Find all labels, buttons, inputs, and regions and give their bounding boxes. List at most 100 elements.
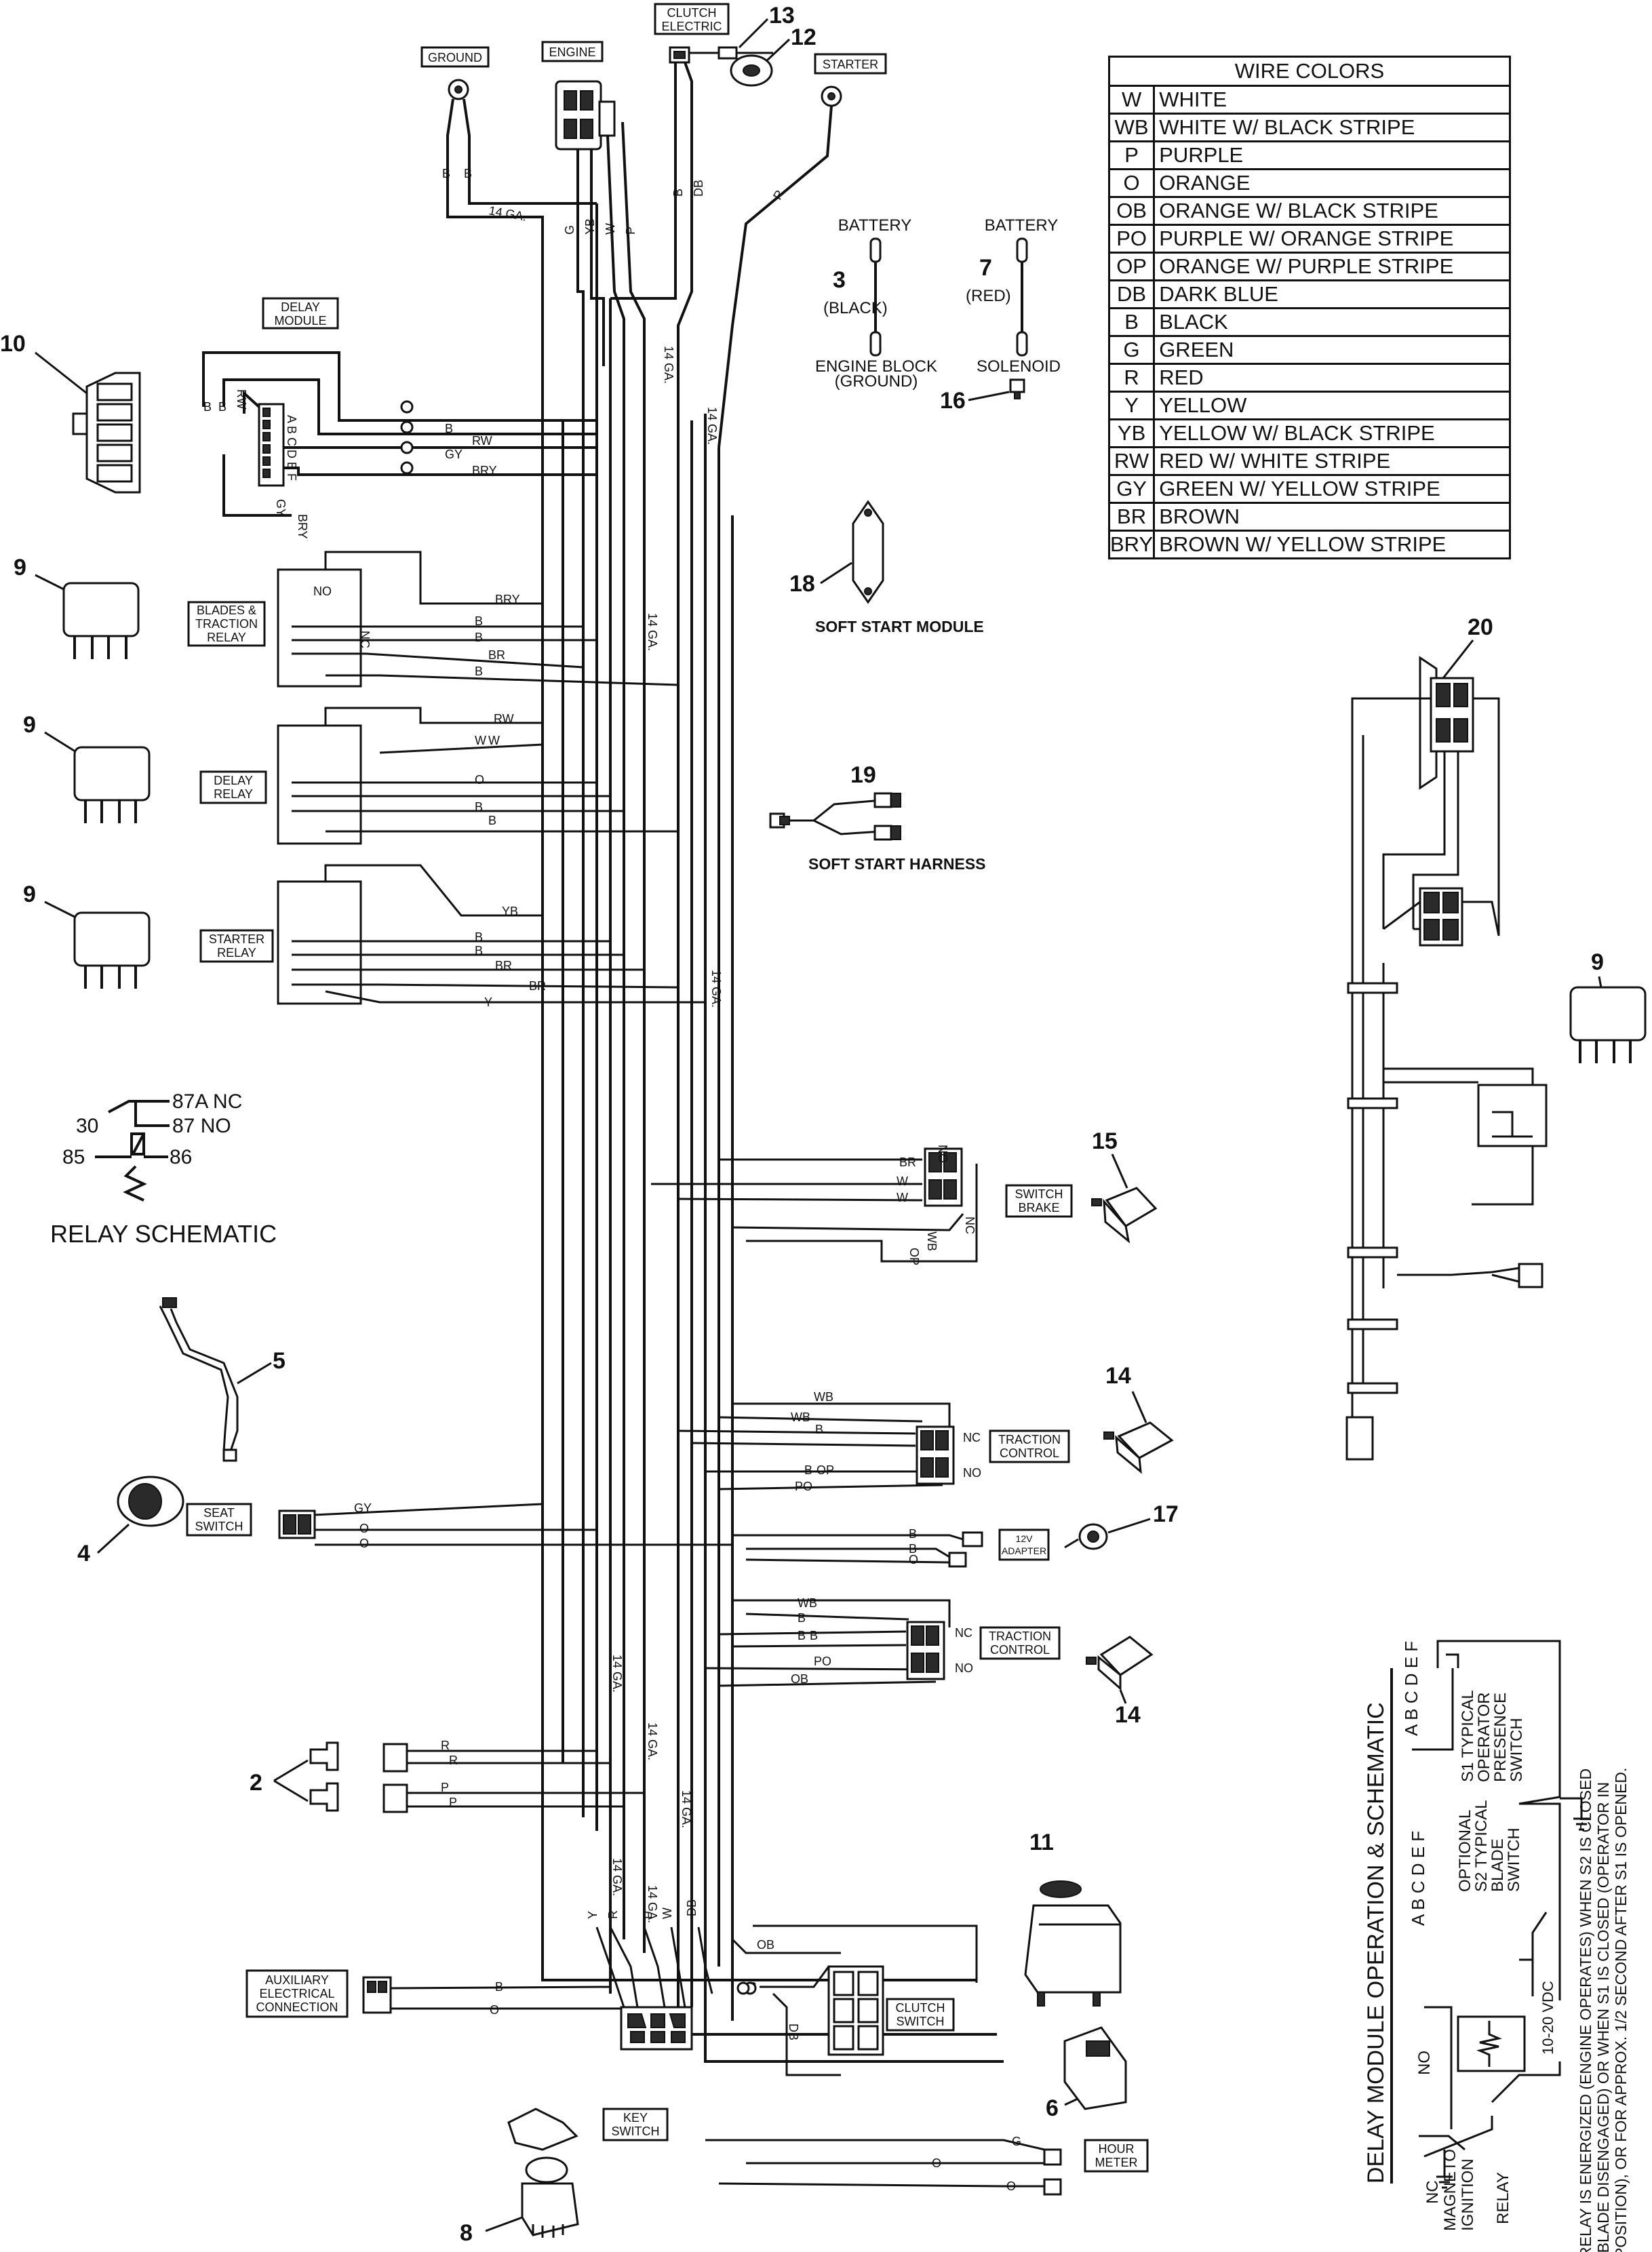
wire-tag-b: B [475, 944, 483, 957]
wire-color-code: W [1107, 85, 1156, 115]
wire-tag-br: BR [529, 979, 546, 993]
relay-icon [62, 582, 140, 637]
ga-label: 14 GA. [646, 1722, 659, 1760]
wire-tag-bry: BRY [296, 514, 309, 539]
adapter-wire-o [745, 1558, 950, 1564]
magneto-label: IGNITION [1459, 2158, 1477, 2231]
ground-wire-2 [463, 98, 597, 205]
callout-14: 14 [1105, 1363, 1131, 1389]
soft-start-module-icon [852, 500, 884, 604]
starter-relay-socket [277, 880, 362, 1005]
harness-clip [1347, 1382, 1398, 1394]
relay-wire-br [292, 983, 679, 989]
seat-harness-wire [170, 1308, 239, 1452]
module-cavity [96, 443, 133, 462]
key-switch-label: SWITCH [612, 2125, 660, 2138]
connector-pin [650, 2013, 665, 2028]
wire-color-name: WHITE W/ BLACK STRIPE [1153, 113, 1511, 142]
adapter-wire-b [746, 1547, 950, 1558]
wire-tag-rw: RW [472, 434, 492, 448]
wire-tag-b: B [475, 930, 483, 944]
leader-9 [44, 901, 78, 920]
connector-pin [935, 1457, 949, 1478]
module-pin [262, 456, 271, 466]
traction-wire-b [691, 1442, 916, 1447]
connector-pin [1423, 919, 1440, 941]
key-switch-label: KEY [623, 2111, 648, 2125]
module-pin [262, 420, 271, 429]
hour-meter-plug-icon [1043, 2148, 1062, 2166]
engine-pin [580, 119, 593, 139]
s2-label: SWITCH [1505, 1828, 1523, 1892]
wire-tag-p: P [642, 1911, 655, 1919]
harness-20-branch [1397, 1267, 1520, 1283]
callout-17: 17 [1153, 1501, 1179, 1527]
leader-4 [96, 1523, 130, 1554]
connector-pin [650, 2031, 665, 2043]
wire-tag-b: B [804, 1463, 812, 1477]
clutch-plug-icon [717, 46, 738, 60]
traction-wire-b [732, 1644, 907, 1648]
leader-14 [1119, 1689, 1127, 1704]
main-harness-trunk [541, 203, 1004, 2063]
wire-tag-w: W [488, 734, 500, 747]
harness-plug-pin [890, 793, 901, 808]
blades-relay-label-box [187, 601, 266, 647]
wire-color-code: O [1107, 168, 1156, 198]
wire-tag-b: B [488, 814, 496, 827]
wire-color-name: WHITE [1153, 85, 1511, 115]
black-label: (BLACK) [823, 299, 888, 317]
red-label: (RED) [966, 287, 1011, 305]
schematic-vdc: 10-20 VDC [1539, 1981, 1556, 2055]
ga-label: 14 GA. [610, 1655, 624, 1693]
terminal-16-icon [1009, 378, 1025, 393]
brake-wire-w [677, 1198, 923, 1202]
ga-label: 14 GA. [610, 1858, 624, 1896]
wire-tag-b: B [475, 614, 483, 628]
callout-10: 10 [0, 331, 26, 357]
wire-color-name: BLACK [1153, 307, 1511, 337]
callout-9: 9 [1591, 949, 1604, 975]
switch-brake-label: BRAKE [1018, 1201, 1059, 1214]
relay-schematic-spring [123, 1165, 147, 1202]
wire-color-code: GY [1107, 474, 1156, 504]
adapter-wire-b [732, 1534, 964, 1541]
wire-tag-b: B [798, 1629, 806, 1642]
wire-color-name: ORANGE W/ BLACK STRIPE [1153, 196, 1511, 226]
key-wire-r [609, 1927, 639, 2008]
clutch-switch-wire [753, 1924, 978, 1983]
connector-nc-label: NC [963, 1217, 977, 1234]
circuit-breaker-icon [1024, 1904, 1122, 1994]
leader-18 [820, 561, 852, 585]
engine-pin [580, 90, 593, 111]
wire-tag-b: B [810, 1629, 818, 1642]
connector-pin [1436, 718, 1451, 743]
callout-14: 14 [1115, 1702, 1141, 1728]
solenoid-label: SOLENOID [977, 357, 1061, 376]
clutch-electric-label-box [654, 3, 730, 35]
connector-pin [911, 1625, 924, 1646]
harness-clip [1347, 982, 1398, 994]
schematic-wire [1436, 1640, 1561, 2000]
connector-nc-label: NC [955, 1626, 972, 1640]
relay-icon [1569, 986, 1647, 1042]
connector-pin [926, 1625, 939, 1646]
harness-20-trunk [1351, 963, 1385, 1417]
wire-tag-b: B [445, 422, 453, 435]
leader-14 [1131, 1391, 1147, 1423]
relay-pins [1579, 1040, 1632, 1063]
soft-start-harness-wire [773, 799, 882, 822]
wire-tag-b: B [442, 167, 450, 180]
ga-label: 14 GA. [709, 970, 723, 1008]
connector-pin [1442, 892, 1459, 913]
aux-connection-label: AUXILIARY [265, 1973, 329, 1987]
wire-tag-wb: WB [798, 1596, 817, 1610]
adapter-socket [1087, 1530, 1099, 1543]
traction-control-label-box [989, 1429, 1070, 1463]
relay-wire-b [326, 674, 679, 686]
starter-terminal-hole [827, 92, 835, 100]
connector-nc-label: NC [963, 1431, 981, 1444]
fuse-connector-icon [382, 1743, 408, 1773]
